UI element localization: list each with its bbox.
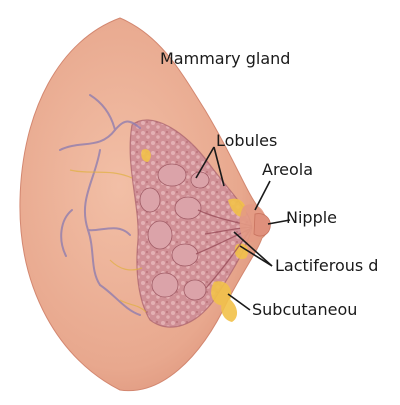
label-subcutaneous-fat: Subcutaneou xyxy=(252,302,358,318)
nipple xyxy=(253,213,271,237)
label-lactiferous-ducts: Lactiferous d xyxy=(275,258,379,274)
label-nipple: Nipple xyxy=(286,208,338,227)
leader-lines xyxy=(195,146,291,311)
label-areola: Areola xyxy=(262,160,314,179)
diagram-title: Mammary gland xyxy=(160,49,291,68)
label-lobules: Lobules xyxy=(216,131,278,150)
lobules xyxy=(139,163,210,301)
